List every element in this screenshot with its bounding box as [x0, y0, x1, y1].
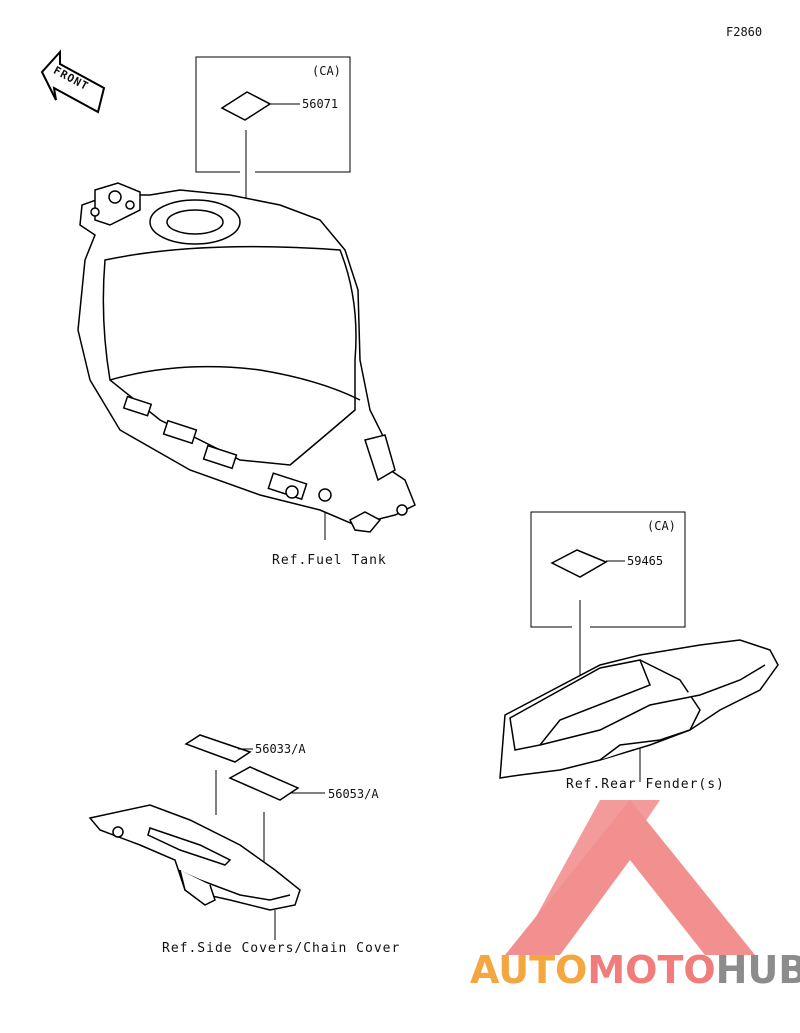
watermark-text: AUTOMOTOHUB — [470, 948, 800, 992]
fuel-tank-ref: Ref.Fuel Tank — [272, 553, 387, 568]
watermark-moto: MOTO — [587, 948, 716, 992]
watermark-auto: AUTO — [470, 948, 588, 992]
rear-fender-part-number: 59465 — [627, 554, 664, 568]
label-56033-shape — [184, 734, 252, 763]
chain-cover-ref: Ref.Side Covers/Chain Cover — [162, 941, 401, 956]
label-59465-shape — [550, 549, 608, 578]
rear-fender-callout-box — [530, 511, 686, 685]
watermark-hub: HUB — [715, 948, 800, 992]
rear-fender-drawing — [499, 639, 779, 779]
rear-fender-ref: Ref.Rear Fender(s) — [566, 777, 725, 792]
label-56053-shape — [228, 766, 300, 801]
fuel-tank-part-number: 56071 — [302, 97, 339, 111]
watermark-logo — [505, 800, 755, 955]
label-56071-shape — [220, 91, 272, 121]
front-arrow-icon — [40, 49, 106, 114]
fuel-tank-drawing — [77, 182, 416, 533]
rear-fender-region-code: (CA) — [647, 519, 676, 533]
chain-cover-drawing — [88, 804, 301, 911]
fuel-tank-region-code: (CA) — [312, 64, 341, 78]
chain-cover-part-b: 56053/A — [328, 787, 379, 801]
diagram-code: F2860 — [726, 25, 763, 39]
chain-cover-part-a: 56033/A — [255, 742, 306, 756]
